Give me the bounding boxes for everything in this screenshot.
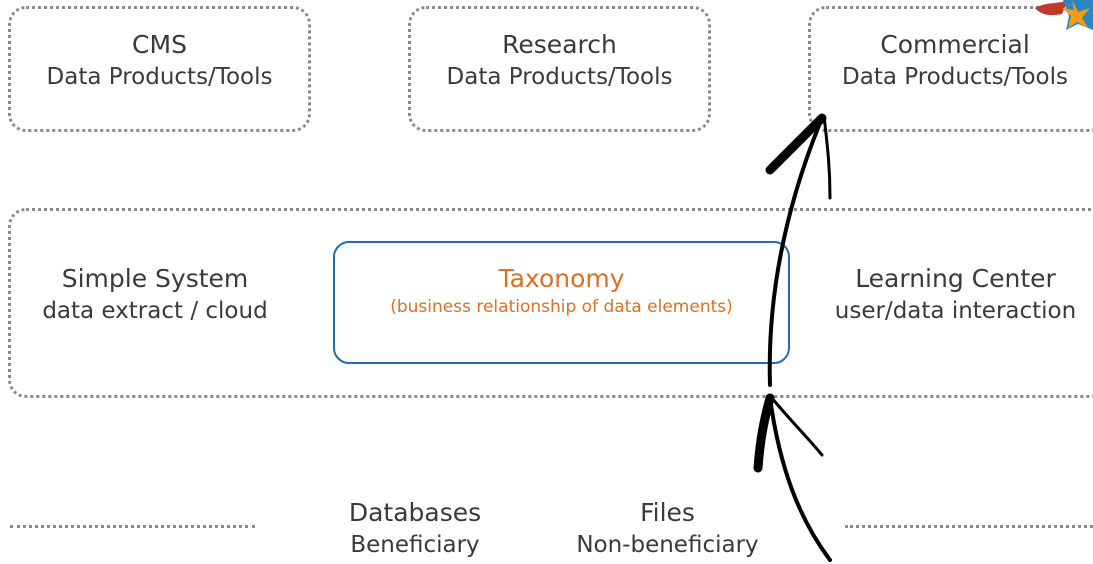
research-box <box>408 6 711 132</box>
bottom-right-divider <box>845 525 1093 528</box>
learning-center-title: Learning Center <box>855 264 1056 293</box>
cms-box <box>8 6 311 132</box>
research-label: Research Data Products/Tools <box>408 28 711 93</box>
bottom-left-divider <box>10 525 255 528</box>
commercial-label: Commercial Data Products/Tools <box>820 28 1090 93</box>
files-label: Files Non-beneficiary <box>555 496 780 561</box>
middle-layer-box <box>8 208 1093 398</box>
databases-label: Databases Beneficiary <box>315 496 515 561</box>
arrow-up-icon <box>753 393 832 562</box>
taxonomy-subtitle: (business relationship of data elements) <box>390 296 733 317</box>
taxonomy-box <box>333 241 790 364</box>
research-title: Research <box>502 30 617 59</box>
cms-subtitle: Data Products/Tools <box>46 63 273 90</box>
learning-center-label: Learning Center user/data interaction <box>818 262 1093 327</box>
files-subtitle: Non-beneficiary <box>576 531 759 558</box>
databases-title: Databases <box>348 498 482 527</box>
cms-title: CMS <box>132 30 187 59</box>
learning-center-subtitle: user/data interaction <box>834 297 1077 324</box>
star-badge-icon <box>1035 0 1093 30</box>
commercial-subtitle: Data Products/Tools <box>842 63 1068 90</box>
files-title: Files <box>640 498 695 527</box>
simple-system-label: Simple System data extract / cloud <box>20 262 290 327</box>
research-subtitle: Data Products/Tools <box>446 63 673 90</box>
databases-subtitle: Beneficiary <box>350 531 480 558</box>
simple-system-title: Simple System <box>61 264 249 293</box>
taxonomy-title: Taxonomy <box>498 264 625 293</box>
arrow-up-icon <box>765 113 832 387</box>
commercial-title: Commercial <box>880 30 1030 59</box>
cms-label: CMS Data Products/Tools <box>8 28 311 93</box>
simple-system-subtitle: data extract / cloud <box>42 297 268 324</box>
commercial-box <box>808 6 1093 132</box>
taxonomy-label: Taxonomy (business relationship of data … <box>333 262 790 319</box>
